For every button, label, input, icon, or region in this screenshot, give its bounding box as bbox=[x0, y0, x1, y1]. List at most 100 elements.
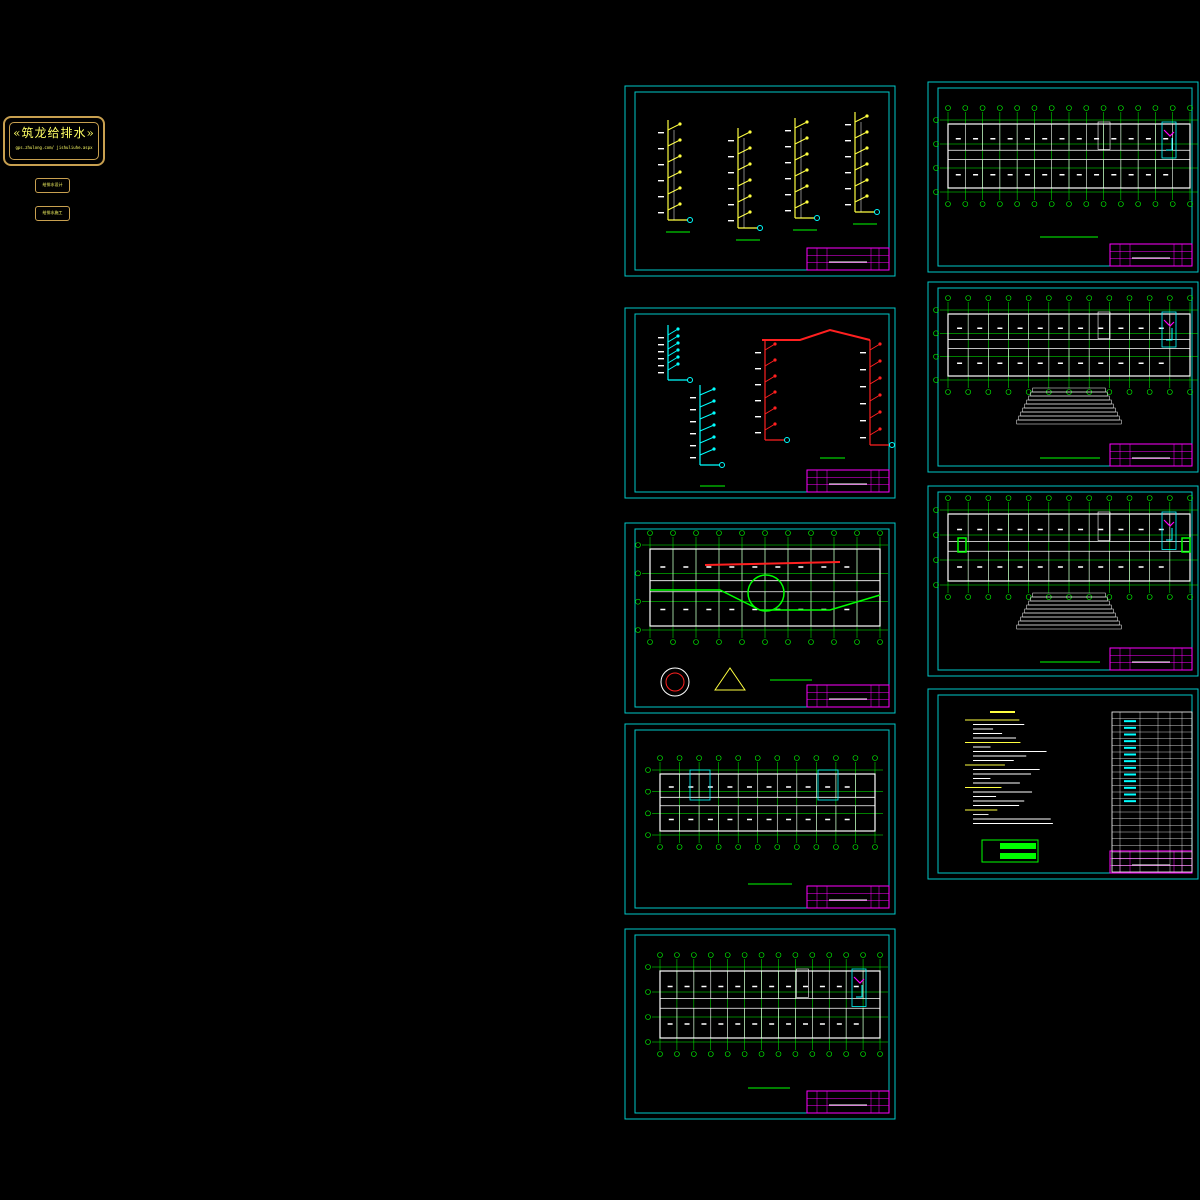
pipe-fitting bbox=[712, 447, 716, 451]
axis-bubble bbox=[852, 844, 859, 850]
pipe-label bbox=[658, 344, 664, 346]
room-label bbox=[718, 985, 724, 988]
room-label bbox=[977, 327, 983, 329]
pipe-label bbox=[860, 352, 866, 354]
pipe-label bbox=[755, 432, 761, 434]
room-label bbox=[718, 1023, 724, 1025]
pipe-label bbox=[658, 365, 664, 367]
room-label bbox=[775, 566, 781, 568]
stair-core bbox=[796, 968, 809, 998]
pipe-branch bbox=[667, 123, 681, 131]
axis-bubble bbox=[945, 594, 951, 600]
room-label bbox=[1017, 528, 1023, 531]
room-label bbox=[668, 818, 674, 821]
pipe-label bbox=[785, 210, 791, 212]
axis-bubble bbox=[1005, 389, 1012, 395]
axis-bubble bbox=[774, 844, 781, 850]
toilet-block bbox=[1161, 311, 1177, 348]
pipe-fitting bbox=[878, 427, 882, 431]
construction-link-button[interactable]: 给排水施工 bbox=[35, 206, 70, 221]
pipe-fitting bbox=[676, 362, 680, 366]
pipe-fitting bbox=[676, 334, 680, 338]
room-label bbox=[1138, 528, 1144, 531]
axis-bubble bbox=[741, 952, 748, 958]
axis-bubble bbox=[657, 1051, 663, 1057]
axis-bubble bbox=[826, 1051, 833, 1057]
room-label bbox=[1145, 138, 1151, 140]
pipe-branch bbox=[737, 131, 751, 139]
axis-bubble bbox=[1066, 295, 1072, 301]
pipe-label bbox=[728, 204, 734, 206]
axis-bubble bbox=[715, 844, 722, 850]
title-block bbox=[1109, 443, 1193, 467]
axis-bubble bbox=[813, 755, 820, 761]
supply-pipe bbox=[1166, 138, 1173, 151]
pipe-branch bbox=[667, 363, 679, 371]
pipe-fitting bbox=[878, 376, 882, 380]
axis-bubble bbox=[1169, 201, 1176, 207]
axis-bubble bbox=[833, 755, 839, 761]
room-label bbox=[844, 786, 850, 788]
toilet-block bbox=[1161, 121, 1177, 159]
axis-bubble bbox=[1187, 594, 1193, 600]
pipe-label bbox=[658, 358, 664, 360]
drawing-sheet-s9 bbox=[927, 688, 1199, 880]
entrance-step bbox=[1032, 387, 1106, 393]
pipe-fitting bbox=[748, 178, 752, 182]
axis-bubble bbox=[1014, 201, 1020, 207]
room-label bbox=[990, 138, 996, 140]
pipe-fitting bbox=[678, 154, 682, 158]
axis-bubble bbox=[794, 755, 800, 761]
room-label bbox=[1094, 174, 1100, 176]
pipe-fitting bbox=[748, 146, 752, 150]
drain-pipe bbox=[853, 976, 865, 984]
axis-bubble bbox=[707, 1051, 714, 1057]
pipe-branch bbox=[699, 436, 715, 444]
axis-bubble bbox=[1106, 389, 1113, 395]
axis-bubble bbox=[872, 844, 878, 850]
drawing-sheet-s3 bbox=[624, 522, 896, 714]
axis-bubble bbox=[1126, 495, 1133, 501]
logo-badge[interactable]: «筑龙给排水» gps.zhulong.com/ jishuliuhe.aspx bbox=[3, 116, 105, 166]
entrance-step bbox=[1028, 395, 1110, 401]
pipe-branch bbox=[667, 335, 679, 343]
room-label bbox=[1118, 362, 1124, 364]
axis-bubble bbox=[1005, 594, 1012, 600]
room-label bbox=[683, 608, 689, 611]
room-label bbox=[1138, 566, 1144, 568]
pipe-branch bbox=[869, 394, 881, 402]
room-label bbox=[1017, 566, 1023, 568]
equipment-table-symbol bbox=[1124, 766, 1136, 769]
axis-bubble bbox=[860, 952, 866, 958]
axis-bubble bbox=[1152, 201, 1159, 207]
axis-bubble bbox=[635, 542, 641, 548]
room-label bbox=[955, 174, 961, 176]
pipe-branch bbox=[699, 400, 715, 408]
room-label bbox=[1059, 174, 1065, 176]
axis-bubble bbox=[997, 201, 1003, 207]
pipe-label bbox=[845, 156, 851, 158]
drawing-sheet-s4 bbox=[624, 723, 896, 915]
pipe-fitting bbox=[773, 422, 777, 426]
pipe-branch bbox=[764, 359, 776, 367]
room-label bbox=[1118, 566, 1124, 568]
entrance-step bbox=[1016, 419, 1122, 425]
pipe-end-marker bbox=[719, 462, 725, 468]
pipe-fitting bbox=[678, 170, 682, 174]
pipe-fitting bbox=[878, 410, 882, 414]
design-link-button[interactable]: 给排水设计 bbox=[35, 178, 70, 193]
axis-bubble bbox=[1169, 105, 1176, 111]
axis-bubble bbox=[1025, 389, 1032, 395]
room-label bbox=[1059, 138, 1065, 140]
site-pipe bbox=[650, 589, 881, 611]
room-label bbox=[1037, 528, 1043, 531]
axis-bubble bbox=[1126, 594, 1133, 600]
axis-bubble bbox=[843, 952, 849, 958]
logo-inner-border bbox=[9, 122, 99, 160]
room-label bbox=[853, 1023, 859, 1025]
axis-bubble bbox=[693, 530, 699, 536]
axis-bubble bbox=[985, 594, 992, 600]
room-label bbox=[977, 528, 983, 531]
axis-bubble bbox=[716, 530, 722, 536]
